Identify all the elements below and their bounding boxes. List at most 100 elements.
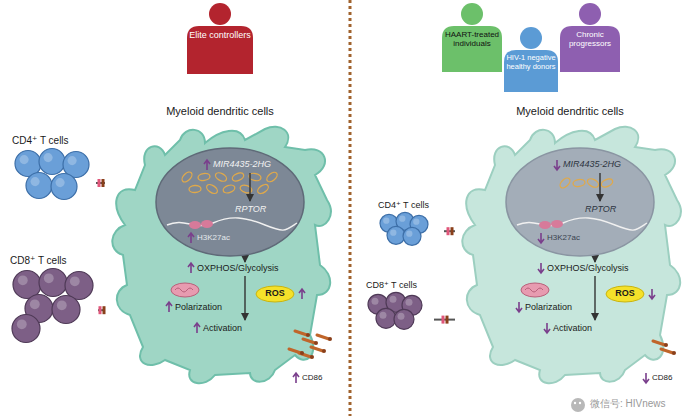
cell-highlight: [380, 312, 387, 319]
t-cell-cluster: [10, 255, 98, 347]
nucleosome: [189, 221, 201, 229]
gene-name: RPTOR: [585, 204, 616, 214]
receptor: [102, 179, 105, 187]
pathway-arrow: [249, 173, 250, 201]
cell-title: Myeloid dendritic cells: [166, 105, 274, 118]
synapse-connector: [98, 306, 106, 314]
chromatin-strand: [517, 218, 647, 230]
cell-highlight: [399, 215, 405, 221]
cell-highlight: [57, 300, 67, 310]
person-group: HAART-treated individuals: [440, 2, 504, 72]
lncrna-coil: [586, 177, 600, 189]
cell-highlight: [372, 298, 379, 305]
cd86-receptor: [661, 349, 673, 353]
change-arrow: [554, 160, 560, 170]
cell-highlight: [30, 299, 40, 309]
lncrna-coil: [231, 171, 245, 182]
person-head: [520, 27, 542, 49]
gene-name: MIR4435-2HG: [213, 159, 271, 169]
cd86-receptor: [317, 335, 329, 339]
cell-label: CD8⁺ T cells: [10, 255, 67, 267]
t-cell: [12, 315, 40, 343]
watermark-icon: [571, 398, 585, 412]
chromatin-strand: [167, 218, 297, 230]
cd86-receptor-head: [314, 341, 318, 345]
person-body: [504, 50, 558, 92]
t-cell-group: CD4⁺ T cells: [378, 200, 444, 252]
metabolism-label: OXPHOS/Glycolysis: [197, 263, 279, 273]
person-group: Elite controllers: [185, 2, 255, 74]
cell-highlight: [20, 155, 29, 164]
marker-label: CD86: [302, 373, 322, 382]
receptor: [103, 306, 106, 314]
cd86-receptor: [295, 331, 307, 335]
person-body: [560, 26, 620, 72]
person-body: [442, 26, 502, 72]
synapse-connector: [434, 316, 455, 324]
group-name: HIV-1 negative healthy donors: [506, 54, 556, 71]
change-arrow: [299, 289, 305, 299]
pathway-arrow: [594, 255, 595, 262]
cell-highlight: [17, 319, 27, 329]
t-cell: [39, 149, 65, 175]
mitochondrion-cristae: [525, 288, 543, 292]
change-arrow: [544, 323, 550, 333]
person-head: [209, 3, 231, 25]
person-head: [461, 3, 483, 25]
ros-label: ROS: [615, 288, 635, 298]
change-arrow: [516, 302, 522, 312]
cell-highlight: [18, 275, 28, 285]
nucleosome: [201, 220, 213, 228]
cd86-receptor-head: [328, 337, 332, 341]
dendritic-cell: Myeloid dendritic cellsOXPHOS/Glycolysis…: [105, 105, 335, 390]
nucleosome: [551, 220, 563, 228]
change-arrow: [188, 233, 194, 243]
cd86-receptor: [311, 347, 323, 351]
receptor: [446, 316, 449, 324]
t-cell: [376, 308, 396, 328]
cell-highlight: [406, 299, 413, 306]
cd86-receptor-head: [306, 333, 310, 337]
pathway-arrow: [244, 255, 245, 262]
watermark: 微信号: HIVnews: [590, 398, 666, 410]
nucleosome: [539, 221, 551, 229]
t-cell-cluster: [12, 135, 96, 215]
pathway-arrow: [599, 173, 600, 201]
nucleus-node: MIR4435-2HG RPTOR H3K27ac: [155, 147, 305, 257]
activation-label: Activation: [203, 323, 242, 333]
group-name: Elite controllers: [189, 30, 251, 40]
cell-highlight: [68, 156, 77, 165]
lncrna-coil: [256, 183, 270, 196]
lncrna-coil: [600, 177, 614, 188]
t-cell: [52, 296, 80, 324]
cell-highlight: [390, 296, 397, 303]
lncrna-coil: [205, 183, 219, 196]
lncrna-coil: [222, 184, 236, 195]
polarization-label: Polarization: [525, 302, 572, 312]
gene-name: RPTOR: [235, 204, 266, 214]
ros-node: ROS: [605, 285, 645, 303]
mitochondrion: [171, 283, 199, 297]
person-group: Chronic progressors: [558, 2, 622, 72]
cd86-receptor-head: [322, 349, 326, 353]
cd86-receptor: [303, 339, 315, 343]
t-cell-group: CD8⁺ T cells: [10, 255, 98, 347]
t-cell-group: CD4⁺ T cells: [12, 135, 96, 215]
t-cell: [394, 309, 414, 329]
cell-membrane: [112, 127, 330, 383]
lncrna-coil: [239, 184, 253, 194]
change-arrow: [643, 373, 649, 383]
person-head: [579, 3, 601, 25]
ros-shape: [256, 286, 294, 302]
lncrna-coil: [198, 173, 211, 182]
cd86-receptor-head: [664, 343, 668, 347]
histone-mark: H3K27ac: [197, 233, 230, 242]
cell-highlight: [44, 273, 54, 283]
cd86-receptor: [289, 349, 301, 353]
cell-highlight: [406, 230, 412, 236]
lncrna-coil: [189, 185, 201, 193]
mitochondrion: [521, 283, 549, 297]
change-arrow: [649, 289, 655, 299]
ros-label: ROS: [265, 288, 285, 298]
